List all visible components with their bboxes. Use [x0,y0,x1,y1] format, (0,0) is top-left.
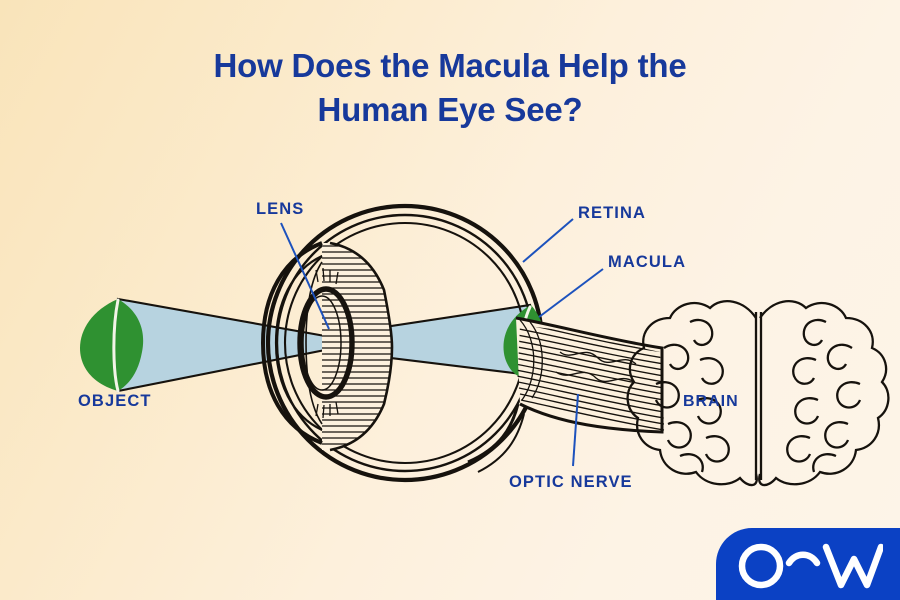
page-title-line-1: How Does the Macula Help the [213,47,687,84]
object-leaf-icon [80,298,144,393]
page-title-line-2: Human Eye See? [317,90,583,128]
optic-nerve [467,316,665,473]
logo-badge[interactable] [716,528,900,600]
lens [297,267,355,419]
brain [626,299,890,487]
label-brain: BRAIN [683,393,739,410]
leader-line-optic [572,393,579,467]
leader-lines [280,218,604,467]
leader-line-macula [538,268,604,318]
label-macula: MACULA [608,253,687,271]
logo-mark [733,539,883,589]
cornea [260,241,323,445]
label-optic-nerve: OPTIC NERVE [509,473,633,491]
leader-line-retina [522,218,574,263]
page-title: How Does the Macula Help the Human Eye S… [0,44,900,132]
leader-line-lens [280,222,330,330]
label-lens: LENS [256,200,305,218]
label-object: OBJECT [78,392,152,410]
logo-ow-icon [738,543,883,589]
label-retina: RETINA [578,204,647,222]
ciliary-body [322,241,394,452]
